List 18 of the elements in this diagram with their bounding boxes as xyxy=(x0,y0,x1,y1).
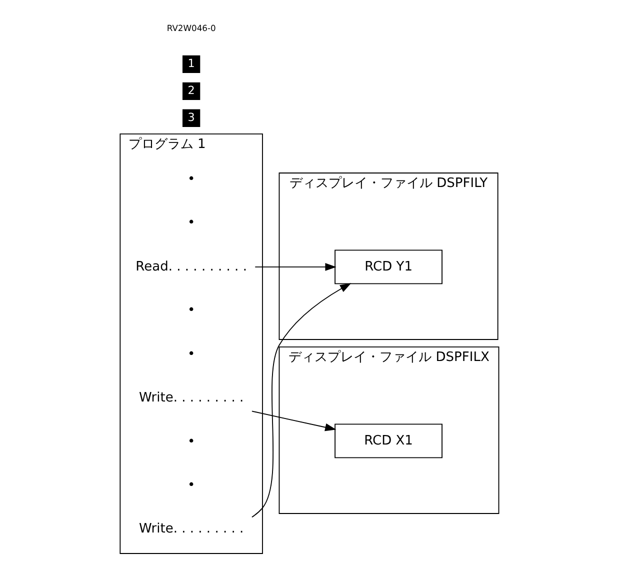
node-text: Write. . . . . . . . . xyxy=(138,390,244,406)
label: 1 xyxy=(188,57,195,70)
node-text: Write. . . . . . . . . xyxy=(138,522,244,537)
node-text: • xyxy=(187,303,196,318)
arrow xyxy=(251,410,336,432)
arrow xyxy=(251,283,352,518)
node-text: • xyxy=(187,434,196,450)
node-box: RCD Y1 xyxy=(334,250,442,284)
arrow xyxy=(254,263,336,271)
node-text: • xyxy=(187,478,196,494)
node-box: RCD X1 xyxy=(334,424,442,458)
label: 3 xyxy=(188,111,195,124)
label: RV2W046-0 xyxy=(166,22,216,33)
label: 2 xyxy=(188,84,195,98)
node-text: • xyxy=(187,346,196,362)
node-text: Read. . . . . . . . . . xyxy=(136,259,247,274)
node-text: • xyxy=(187,216,196,231)
node-text: • xyxy=(187,172,196,187)
